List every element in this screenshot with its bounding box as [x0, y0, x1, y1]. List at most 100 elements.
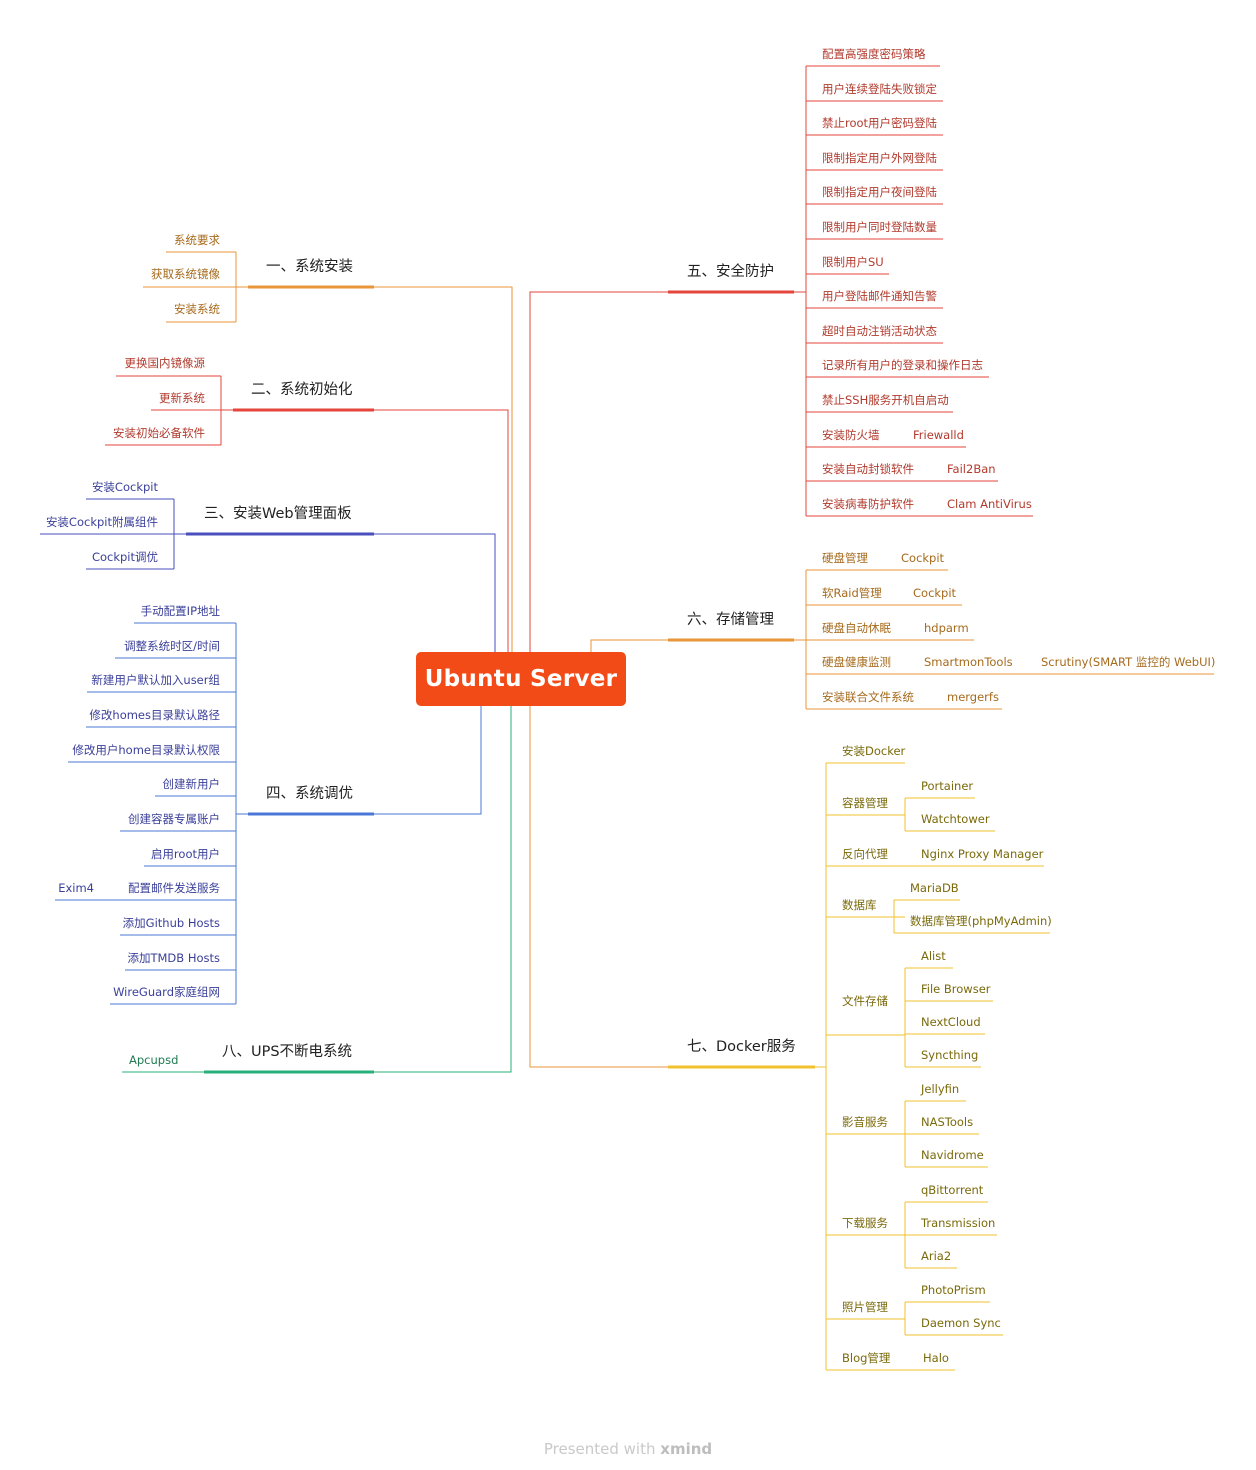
docker-sub[interactable]: Watchtower: [921, 812, 990, 826]
docker-item[interactable]: 数据库: [842, 898, 877, 912]
security-item[interactable]: 安装自动封锁软件: [822, 462, 914, 476]
init-item[interactable]: 更新系统: [159, 391, 205, 405]
docker-sub[interactable]: qBittorrent: [921, 1183, 984, 1197]
trunk-tune: [374, 706, 482, 815]
security-item[interactable]: 用户连续登陆失败锁定: [822, 82, 937, 96]
security-item[interactable]: 限制用户SU: [822, 255, 884, 269]
security-item[interactable]: 限制用户同时登陆数量: [822, 220, 937, 234]
trunk-web: [374, 533, 496, 652]
security-item[interactable]: 配置高强度密码策略: [822, 47, 926, 61]
ups-item[interactable]: Apcupsd: [129, 1053, 179, 1067]
tune-item[interactable]: 配置邮件发送服务: [128, 881, 220, 895]
security-item[interactable]: 安装防火墙: [822, 428, 880, 442]
security-item[interactable]: 禁止root用户密码登陆: [822, 116, 938, 130]
init-item[interactable]: 更换国内镜像源: [124, 356, 206, 370]
tune-item[interactable]: 手动配置IP地址: [140, 604, 220, 618]
storage-sub[interactable]: hdparm: [924, 621, 969, 635]
security-item[interactable]: 限制指定用户外网登陆: [822, 151, 937, 165]
trunk-docker: [529, 706, 668, 1068]
storage-sub[interactable]: SmartmonTools: [924, 655, 1013, 669]
docker-item[interactable]: 文件存储: [842, 994, 888, 1008]
security-sub[interactable]: Fail2Ban: [947, 462, 996, 476]
docker-item[interactable]: 容器管理: [842, 796, 888, 810]
security-sub[interactable]: Friewalld: [913, 428, 964, 442]
docker-sub[interactable]: Nginx Proxy Manager: [921, 847, 1044, 861]
branch-storage-title[interactable]: 六、存储管理: [687, 612, 774, 628]
docker-item[interactable]: 反向代理: [842, 847, 888, 861]
branch-web-title[interactable]: 三、安装Web管理面板: [204, 506, 352, 522]
storage-item[interactable]: 硬盘自动休眠: [822, 621, 891, 635]
tune-item[interactable]: 新建用户默认加入user组: [91, 673, 220, 687]
init-item[interactable]: 安装初始必备软件: [113, 426, 205, 440]
install-item[interactable]: 获取系统镜像: [151, 267, 220, 281]
branch-ups-title[interactable]: 八、UPS不断电系统: [222, 1044, 353, 1060]
install-item[interactable]: 系统要求: [174, 233, 220, 247]
trunk-init: [374, 409, 509, 652]
xmind-logo: xmind: [660, 1440, 713, 1458]
web-item[interactable]: 安装Cockpit: [91, 480, 158, 494]
docker-item[interactable]: 照片管理: [842, 1300, 888, 1314]
tune-item[interactable]: 调整系统时区/时间: [124, 639, 220, 653]
trunk-security: [529, 291, 668, 652]
docker-sub[interactable]: MariaDB: [910, 881, 959, 895]
docker-item[interactable]: 安装Docker: [842, 744, 906, 758]
storage-sub[interactable]: Scrutiny(SMART 监控的 WebUI): [1041, 655, 1216, 669]
docker-sub[interactable]: NextCloud: [921, 1015, 981, 1029]
web-item[interactable]: 安装Cockpit附属组件: [45, 515, 158, 529]
branch-security-title[interactable]: 五、安全防护: [687, 264, 774, 280]
security-item[interactable]: 禁止SSH服务开机自启动: [822, 393, 949, 407]
tune-item[interactable]: WireGuard家庭组网: [113, 985, 220, 999]
docker-item[interactable]: 下载服务: [842, 1216, 888, 1230]
docker-sub[interactable]: Syncthing: [921, 1048, 979, 1062]
tune-item[interactable]: 创建新用户: [162, 777, 221, 791]
storage-item[interactable]: 安装联合文件系统: [822, 690, 914, 704]
docker-item[interactable]: 影音服务: [842, 1115, 888, 1129]
branch-install-title[interactable]: 一、系统安装: [266, 259, 353, 275]
branch-tune-title[interactable]: 四、系统调优: [266, 786, 353, 802]
docker-sub[interactable]: 数据库管理(phpMyAdmin): [910, 914, 1052, 928]
docker-sub[interactable]: Navidrome: [921, 1148, 984, 1162]
security-item[interactable]: 用户登陆邮件通知告警: [822, 289, 937, 303]
tune-item[interactable]: 添加TMDB Hosts: [127, 951, 220, 965]
footer-credit: Presented with xmind: [0, 1440, 1256, 1458]
tune-item[interactable]: 启用root用户: [150, 847, 220, 861]
tune-mail-sub[interactable]: Exim4: [58, 881, 94, 895]
install-item[interactable]: 安装系统: [174, 302, 220, 316]
tune-item[interactable]: 修改homes目录默认路径: [89, 708, 220, 722]
trunk-storage: [590, 639, 668, 652]
storage-sub[interactable]: mergerfs: [947, 690, 999, 704]
tune-item[interactable]: 创建容器专属账户: [128, 812, 220, 826]
web-item[interactable]: Cockpit调优: [91, 550, 158, 564]
docker-sub[interactable]: Jellyfin: [921, 1082, 960, 1096]
docker-sub[interactable]: Aria2: [921, 1249, 952, 1263]
docker-item[interactable]: Blog管理: [842, 1351, 891, 1365]
tune-item[interactable]: 修改用户home目录默认权限: [72, 743, 220, 757]
trunk-ups: [374, 706, 512, 1073]
docker-sub[interactable]: Daemon Sync: [921, 1316, 1001, 1330]
branch-init-title[interactable]: 二、系统初始化: [251, 382, 353, 398]
security-item[interactable]: 限制指定用户夜间登陆: [822, 185, 937, 199]
docker-sub[interactable]: NASTools: [921, 1115, 974, 1129]
storage-sub[interactable]: Cockpit: [913, 586, 957, 600]
storage-item[interactable]: 硬盘管理: [822, 551, 868, 565]
branch-docker-title[interactable]: 七、Docker服务: [687, 1039, 796, 1055]
storage-item[interactable]: 软Raid管理: [822, 586, 882, 600]
docker-sub[interactable]: File Browser: [921, 982, 991, 996]
security-item[interactable]: 安装病毒防护软件: [822, 497, 914, 511]
docker-sub[interactable]: Alist: [921, 949, 946, 963]
docker-sub[interactable]: Halo: [923, 1351, 949, 1365]
security-item[interactable]: 超时自动注销活动状态: [822, 324, 937, 338]
root-topic[interactable]: Ubuntu Server: [416, 652, 626, 706]
trunk-install: [374, 286, 513, 652]
tune-item[interactable]: 添加Github Hosts: [122, 916, 220, 930]
storage-sub[interactable]: Cockpit: [901, 551, 945, 565]
docker-sub[interactable]: Transmission: [921, 1216, 996, 1230]
docker-sub[interactable]: Portainer: [921, 779, 974, 793]
security-sub[interactable]: Clam AntiVirus: [947, 497, 1032, 511]
docker-sub[interactable]: PhotoPrism: [921, 1283, 986, 1297]
footer-prefix: Presented with: [543, 1440, 656, 1458]
security-item[interactable]: 记录所有用户的登录和操作日志: [822, 358, 983, 372]
storage-item[interactable]: 硬盘健康监测: [822, 655, 891, 669]
